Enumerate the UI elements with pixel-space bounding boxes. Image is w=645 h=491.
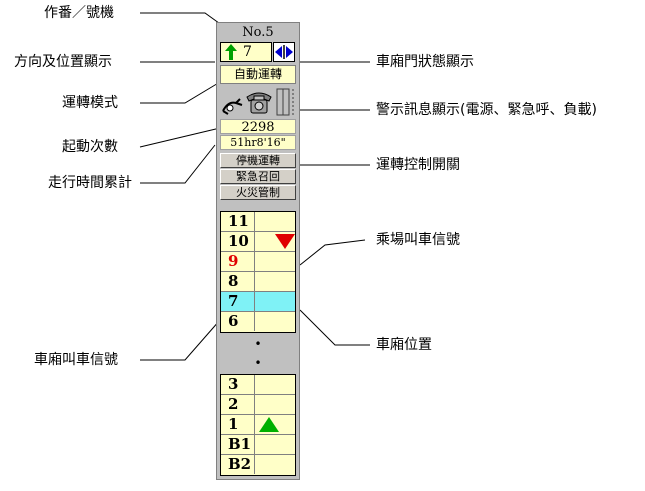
car-position-row[interactable]: 7 <box>221 292 295 312</box>
emergency-recall-button[interactable]: 緊急召回 <box>220 169 296 184</box>
operation-mode-display: 自動運轉 <box>220 65 296 84</box>
floor-label: 7 <box>221 292 255 311</box>
hall-call-cell[interactable] <box>255 292 295 311</box>
label-run-time: 走行時間累計 <box>48 175 132 191</box>
up-arrow-icon <box>259 417 279 432</box>
hall-call-cell[interactable] <box>255 395 295 414</box>
hall-call-cell[interactable] <box>255 312 295 331</box>
floor-gap-dot: • <box>254 356 262 370</box>
position-floor: 7 <box>243 44 252 60</box>
floor-row[interactable]: 10 <box>221 232 295 252</box>
floor-label: 6 <box>221 312 255 331</box>
floor-row[interactable]: 2 <box>221 395 295 415</box>
floor-row[interactable]: 6 <box>221 312 295 332</box>
run-time-display: 51hr8'16" <box>220 135 296 150</box>
floor-label: 11 <box>221 212 255 231</box>
floor-gap-dot: • <box>254 337 262 351</box>
floor-row[interactable]: 9 <box>221 252 295 272</box>
floor-row[interactable]: B2 <box>221 455 295 475</box>
floor-label: 10 <box>221 232 255 251</box>
floor-row[interactable]: 3 <box>221 375 295 395</box>
floor-row[interactable]: B1 <box>221 435 295 455</box>
label-direction-position: 方向及位置顯示 <box>14 54 112 70</box>
hall-call-cell[interactable] <box>255 375 295 394</box>
hall-call-cell[interactable] <box>255 232 295 251</box>
label-start-count: 起動次數 <box>62 139 118 155</box>
floor-label: 8 <box>221 272 255 291</box>
floor-label: 2 <box>221 395 255 414</box>
telephone-icon <box>246 92 272 114</box>
hall-call-cell[interactable] <box>255 272 295 291</box>
elevator-number: No.5 <box>242 25 274 40</box>
floor-label: 3 <box>221 375 255 394</box>
elevator-panel: No.5 7 自動運轉 2298 51hr8'16" 停機運轉 <box>216 22 300 480</box>
floor-label: B2 <box>221 455 255 474</box>
fire-control-button[interactable]: 火災管制 <box>220 185 296 200</box>
hall-call-cell[interactable] <box>255 455 295 474</box>
floor-grid-lower: 3 2 1 B1 B2 <box>220 374 296 476</box>
floor-row[interactable]: 8 <box>221 272 295 292</box>
direction-position-display: 7 <box>220 42 272 62</box>
label-hall-call: 乘場叫車信號 <box>376 232 460 248</box>
floor-label: 1 <box>221 415 255 434</box>
start-count-display: 2298 <box>220 119 296 135</box>
hall-call-cell[interactable] <box>255 435 295 454</box>
label-door-status: 車廂門狀態顯示 <box>376 54 474 70</box>
label-alarm: 警示訊息顯示(電源、緊急呼、負載) <box>376 102 597 118</box>
door-status-display <box>273 42 295 62</box>
floor-label: B1 <box>221 435 255 454</box>
alarm-display <box>220 87 296 117</box>
load-bar-icon <box>276 88 294 116</box>
stop-operation-button[interactable]: 停機運轉 <box>220 153 296 168</box>
label-car-call: 車廂叫車信號 <box>34 352 118 368</box>
label-control-switch: 運轉控制開關 <box>376 157 460 173</box>
label-car-position: 車廂位置 <box>376 337 432 353</box>
label-mode: 運轉模式 <box>62 95 118 111</box>
floor-row[interactable]: 1 <box>221 415 295 435</box>
hall-call-cell[interactable] <box>255 212 295 231</box>
hall-call-cell[interactable] <box>255 415 295 434</box>
door-icon <box>275 45 293 59</box>
up-arrow-icon <box>225 44 237 60</box>
hall-call-cell[interactable] <box>255 252 295 271</box>
label-number: 作番／號機 <box>44 5 114 21</box>
floor-label-car-call: 9 <box>221 252 255 271</box>
power-plug-icon <box>222 98 243 115</box>
floor-grid-upper: 11 10 9 8 7 6 <box>220 211 296 333</box>
down-arrow-icon <box>275 234 295 249</box>
floor-row[interactable]: 11 <box>221 212 295 232</box>
